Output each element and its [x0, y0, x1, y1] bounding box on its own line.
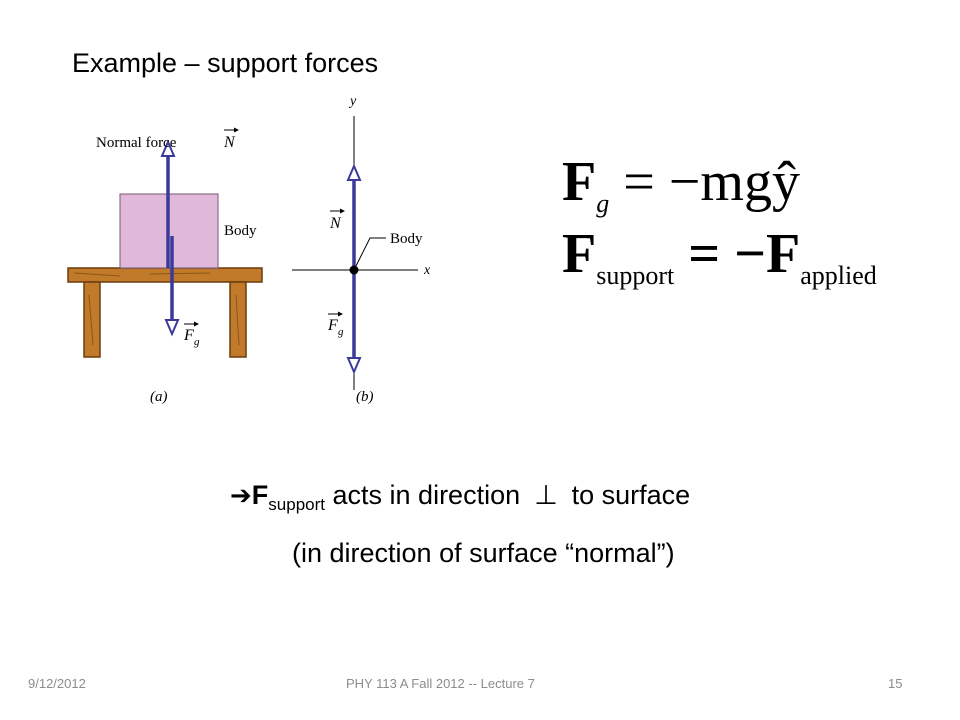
statement-force-subscript: support — [268, 495, 325, 514]
figure-a: Normal force N Body F g (a) — [67, 127, 263, 405]
slide-title: Example – support forces — [72, 48, 379, 78]
eq1-lhs: F — [562, 151, 597, 213]
normal-force-label: Normal force — [96, 135, 177, 151]
statement-line-2: (in direction of surface “normal”) — [292, 538, 675, 568]
support-force-equation: Fsupport = −Fapplied — [562, 222, 877, 291]
statement-line-1: ➔Fsupport acts in direction ⊥ to surface — [230, 480, 690, 515]
eq2-rhs-subscript: applied — [800, 261, 877, 290]
gravity-symbol-b: F — [327, 317, 338, 334]
statement-force: F — [251, 480, 269, 510]
free-body-diagram: Normal force N Body F g (a) y x Body N F… — [67, 94, 431, 405]
normal-arrowhead-icon — [160, 139, 176, 157]
eq2-lhs: F — [562, 223, 597, 285]
right-arrow-icon: ➔ — [230, 481, 252, 511]
footer-date: 9/12/2012 — [28, 676, 86, 691]
eq2-lhs-subscript: support — [596, 261, 675, 290]
x-axis-label: x — [423, 263, 431, 278]
statement-end: to surface — [571, 480, 691, 510]
caption-b: (b) — [356, 389, 374, 405]
eq1-lhs-subscript: g — [596, 189, 610, 218]
gravity-subscript-a: g — [194, 336, 200, 348]
footer-course: PHY 113 A Fall 2012 -- Lecture 7 — [346, 676, 535, 691]
body-label-b: Body — [390, 231, 423, 247]
table-leg-left — [83, 281, 101, 358]
figure-b: y x Body N F g (b) — [292, 94, 431, 405]
caption-a: (a) — [150, 389, 168, 405]
y-axis-label: y — [348, 94, 357, 109]
normal-symbol-a: N — [223, 134, 236, 151]
body-label-a: Body — [224, 223, 257, 239]
gravity-subscript-b: g — [338, 326, 344, 338]
normal-symbol-b: N — [329, 215, 342, 232]
gravity-arrowhead-icon — [164, 319, 180, 337]
gravity-symbol-a: F — [183, 327, 194, 344]
eq1-rhs: = −mgŷ — [609, 151, 800, 213]
body-point — [349, 265, 359, 275]
gravity-equation: Fg = −mgŷ — [562, 150, 800, 219]
gravity-arrowhead-b-icon — [346, 357, 362, 375]
footer-page-number: 15 — [888, 676, 903, 691]
statement-middle: acts in direction — [332, 480, 521, 510]
eq2-rhs: = −F — [674, 223, 801, 285]
normal-arrowhead-b-icon — [346, 163, 362, 181]
perpendicular-symbol: ⊥ — [534, 480, 558, 511]
table-leg-right — [229, 281, 247, 358]
